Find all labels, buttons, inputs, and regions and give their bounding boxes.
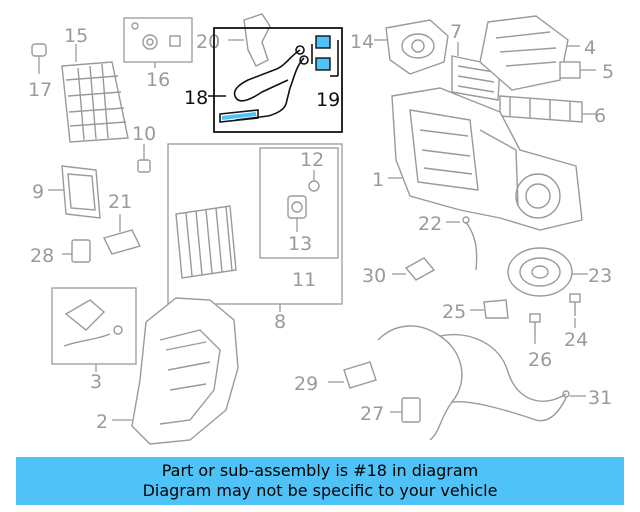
part-13-expansion-valve bbox=[287, 195, 307, 232]
part-20-bracket bbox=[228, 13, 271, 67]
part-27-servo bbox=[390, 397, 421, 423]
label-21: 21 bbox=[108, 191, 132, 213]
part-24-screw bbox=[569, 293, 581, 328]
part-23-blower-motor bbox=[507, 247, 588, 297]
label-3: 3 bbox=[90, 371, 102, 393]
label-31: 31 bbox=[588, 387, 612, 409]
label-25: 25 bbox=[442, 301, 466, 323]
part-31-wiring-harness bbox=[377, 325, 586, 441]
label-5: 5 bbox=[602, 61, 614, 83]
part-6-cabin-filter bbox=[499, 95, 596, 123]
label-27: 27 bbox=[360, 403, 384, 425]
label-30: 30 bbox=[362, 265, 386, 287]
parts-diagram: 15 17 16 20 18 19 bbox=[28, 13, 614, 445]
part-15-heater-core bbox=[61, 61, 129, 143]
label-22: 22 bbox=[418, 213, 442, 235]
info-banner: Part or sub-assembly is #18 in diagram D… bbox=[16, 457, 624, 505]
label-29: 29 bbox=[294, 373, 318, 395]
part-4-housing bbox=[479, 15, 580, 91]
part-22-hose bbox=[446, 216, 478, 271]
label-9: 9 bbox=[32, 181, 44, 203]
part-14-seal bbox=[374, 19, 449, 75]
part-12-seal bbox=[308, 170, 320, 192]
part-18-refrigerant-line bbox=[208, 45, 309, 123]
part-10-sensor bbox=[137, 144, 151, 173]
label-7: 7 bbox=[450, 21, 462, 43]
banner-line-2: Diagram may not be specific to your vehi… bbox=[142, 481, 498, 500]
label-20: 20 bbox=[196, 31, 220, 53]
label-14: 14 bbox=[350, 31, 374, 53]
label-1: 1 bbox=[372, 169, 384, 191]
part-5-clip bbox=[559, 61, 596, 79]
label-15: 15 bbox=[64, 25, 88, 47]
part-9-filter bbox=[48, 165, 101, 219]
label-26: 26 bbox=[528, 349, 552, 371]
part-1-hvac-housing bbox=[388, 87, 583, 231]
part-25-bracket bbox=[470, 299, 509, 319]
label-19: 19 bbox=[316, 89, 340, 111]
part-3-linkage bbox=[63, 299, 123, 372]
label-4: 4 bbox=[584, 37, 596, 59]
part-17-fitting bbox=[31, 43, 47, 74]
label-23: 23 bbox=[588, 265, 612, 287]
label-6: 6 bbox=[594, 105, 606, 127]
part-28-connector bbox=[62, 239, 91, 263]
banner-line-1: Part or sub-assembly is #18 in diagram bbox=[161, 461, 479, 480]
label-28: 28 bbox=[30, 245, 54, 267]
label-17: 17 bbox=[28, 79, 52, 101]
part-16-kit bbox=[123, 17, 193, 68]
part-30-resistor bbox=[392, 257, 436, 281]
part-21-actuator bbox=[102, 214, 142, 255]
box-3 bbox=[51, 287, 137, 365]
label-16: 16 bbox=[146, 69, 170, 91]
label-18: 18 bbox=[184, 87, 208, 109]
part-8-evaporator bbox=[175, 205, 281, 312]
label-12: 12 bbox=[300, 149, 324, 171]
label-8: 8 bbox=[274, 311, 286, 333]
box-11 bbox=[259, 147, 339, 259]
box-8 bbox=[167, 143, 343, 305]
label-13: 13 bbox=[288, 233, 312, 255]
label-10: 10 bbox=[132, 123, 156, 145]
label-11: 11 bbox=[292, 269, 316, 291]
highlight-box-18-19 bbox=[213, 27, 343, 133]
part-19-o-rings bbox=[311, 35, 339, 77]
part-26-screw bbox=[529, 313, 541, 344]
label-24: 24 bbox=[564, 329, 588, 351]
part-2-lower-housing bbox=[112, 297, 239, 445]
part-29-module bbox=[328, 361, 377, 389]
label-2: 2 bbox=[96, 411, 108, 433]
